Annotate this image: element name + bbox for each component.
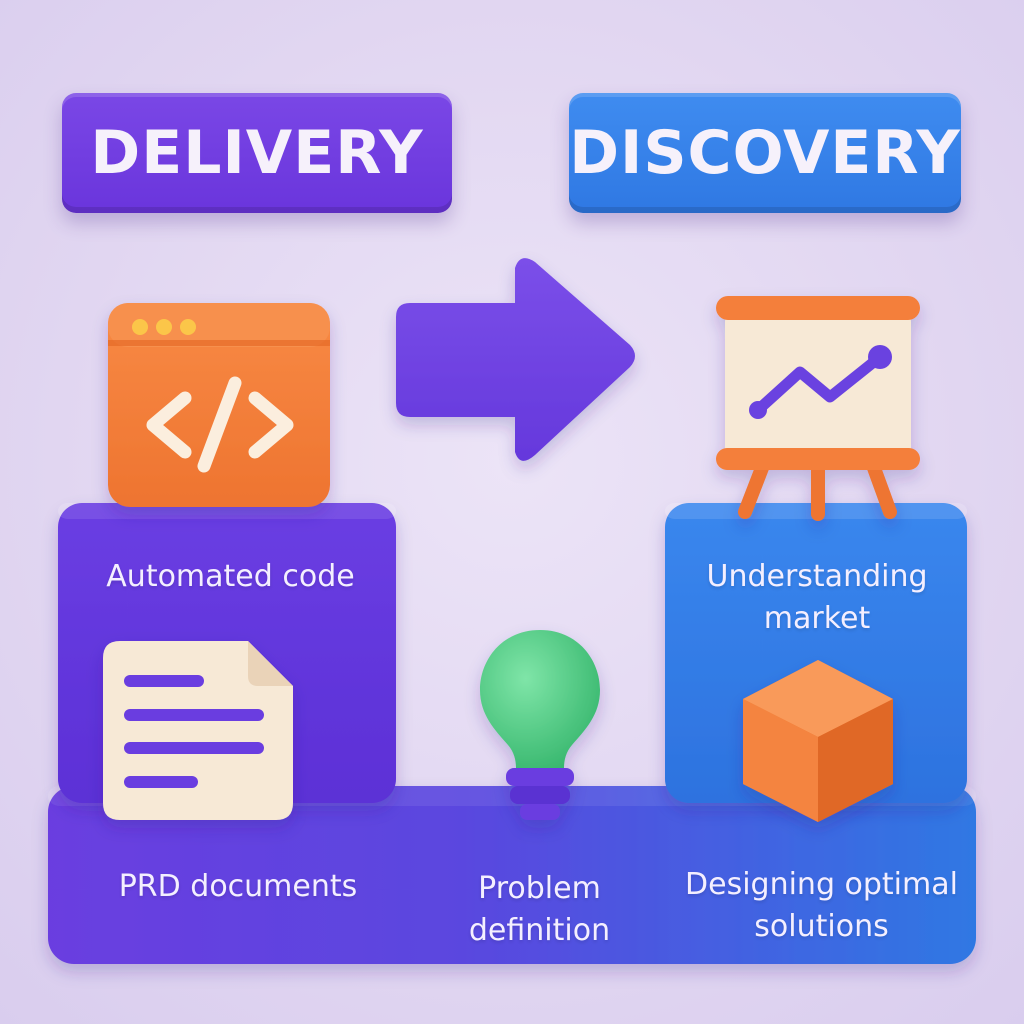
chart-easel-icon (716, 296, 920, 521)
cube-icon (743, 660, 893, 822)
lightbulb-icon (480, 630, 600, 820)
discovery-header: DISCOVERY (569, 93, 961, 213)
code-window-icon (108, 303, 330, 507)
document-icon (103, 641, 293, 820)
problem-definition-caption: Problem definition (468, 871, 611, 948)
automated-code-caption: Automated code (106, 559, 355, 594)
arrow-right-icon (396, 258, 635, 461)
understanding-market-caption: Understanding market (706, 559, 928, 636)
designing-solutions-caption: Designing optimal solutions (685, 867, 958, 944)
delivery-header: DELIVERY (62, 93, 452, 213)
prd-documents-caption: PRD documents (118, 869, 358, 904)
